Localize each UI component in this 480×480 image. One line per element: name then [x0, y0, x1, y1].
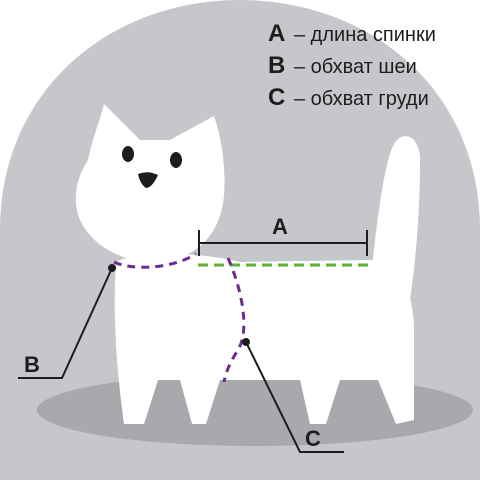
cat-face [122, 146, 182, 188]
leader-b [18, 267, 113, 379]
legend-item-a: A – длина спинки [268, 20, 436, 52]
legend-text: – обхват шеи [294, 56, 417, 78]
chest-girth-line [222, 257, 246, 383]
nose [138, 172, 158, 188]
label-c: C [305, 426, 321, 451]
back-length-bracket [198, 230, 368, 256]
label-a: A [272, 214, 288, 239]
legend-item-b: B – обхват шеи [268, 52, 436, 84]
legend-item-c: C – обхват груди [268, 84, 436, 116]
neck-girth-line [113, 252, 197, 269]
legend-letter: B [268, 52, 286, 79]
legend-text: – обхват груди [294, 88, 429, 110]
legend-letter: C [268, 84, 286, 111]
legend-letter: A [268, 20, 286, 47]
legend-text: – длина спинки [294, 24, 436, 46]
right-eye [170, 152, 182, 168]
legend: A – длина спинки B – обхват шеи C – обхв… [268, 20, 436, 116]
label-b: B [24, 352, 40, 377]
left-eye [122, 146, 134, 162]
leader-c [245, 341, 344, 453]
callout-leaders [18, 264, 344, 453]
